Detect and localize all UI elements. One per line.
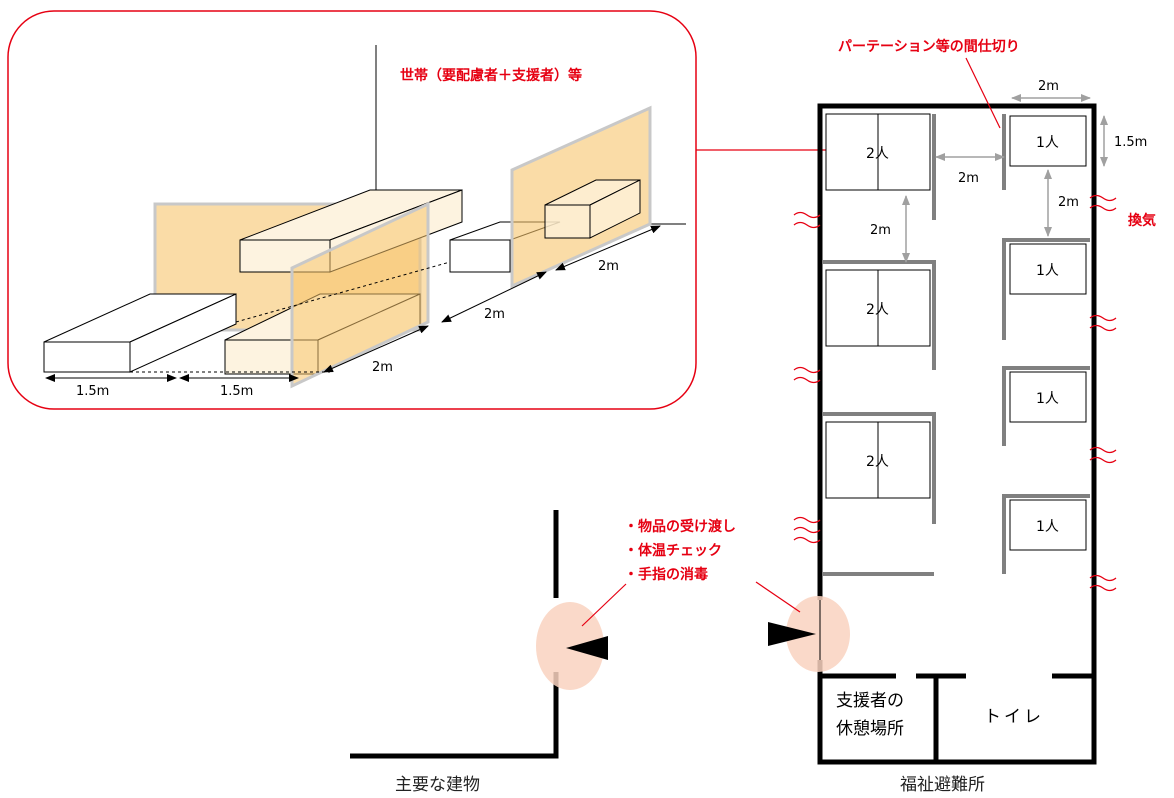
ventilation-marks (793, 194, 1117, 592)
partition-line (1002, 238, 1090, 340)
dimension-label: 2m (1038, 79, 1059, 94)
support-room-label: 休憩場所 (836, 719, 904, 739)
main-building (350, 510, 608, 759)
entrance-arrow (566, 636, 608, 660)
svg-text:2人: 2人 (866, 454, 889, 470)
unit-one-person: 1人 (1009, 243, 1087, 295)
partition-line (822, 260, 936, 370)
unit-one-person: 1人 (1009, 371, 1087, 423)
dimension-label: 2m (1058, 195, 1079, 210)
svg-text:・体温チェック: ・体温チェック (624, 542, 722, 559)
unit-two-person: 2人 (825, 421, 931, 499)
outer-wall (817, 660, 1097, 765)
svg-text:2人: 2人 (866, 146, 889, 162)
dimension-label: 2m (870, 223, 891, 238)
svg-text:・手指の消毒: ・手指の消毒 (624, 566, 708, 583)
partition-line (822, 412, 936, 524)
svg-text:1人: 1人 (1036, 263, 1059, 279)
svg-text:1人: 1人 (1036, 391, 1059, 407)
toilet-label: トイレ (984, 707, 1044, 727)
outer-wall (817, 103, 1097, 676)
width-label: 1.5m (220, 384, 253, 399)
unit-one-person: 1人 (1009, 115, 1087, 167)
partition-leader (965, 57, 1001, 129)
welfare-shelter-caption: 福祉避難所 (900, 775, 985, 795)
household-label: 世帯（要配慮者＋支援者）等 (400, 67, 582, 84)
svg-text:2人: 2人 (866, 302, 889, 318)
dimension-arrow (555, 225, 661, 271)
partition-line (1002, 366, 1090, 446)
unit-two-person: 2人 (825, 113, 931, 191)
entrance-arrow (768, 622, 816, 646)
partition-line (1002, 494, 1090, 574)
gap-label: 2m (372, 360, 393, 375)
dimension-label: 1.5m (1114, 135, 1147, 150)
unit-two-person: 2人 (825, 269, 931, 347)
svg-text:・物品の受け渡し: ・物品の受け渡し (624, 518, 736, 535)
entrance-highlight (536, 602, 604, 690)
svg-text:1人: 1人 (1036, 519, 1059, 535)
partition-label: パーテーション等の間仕切り (838, 38, 1020, 55)
gap-label: 2m (598, 259, 619, 274)
support-room-label: 支援者の (836, 691, 904, 711)
entrance-highlight (786, 596, 850, 672)
gap-label: 2m (484, 307, 505, 322)
width-label: 1.5m (76, 384, 109, 399)
unit-one-person: 1人 (1009, 499, 1087, 551)
main-building-wall (350, 672, 559, 759)
svg-text:1人: 1人 (1036, 135, 1059, 151)
bed-block (43, 293, 237, 373)
ventilation-label: 換気 (1128, 212, 1156, 229)
main-building-caption: 主要な建物 (395, 775, 480, 795)
dimension-arrow (441, 271, 547, 323)
dimension-label: 2m (958, 171, 979, 186)
checkpoint-callout: ・物品の受け渡し ・体温チェック ・手指の消毒 (581, 518, 801, 627)
dimension-arrow (323, 325, 429, 373)
floorplan: 2人 2人 2人 1人 1人 1人 1人 (768, 38, 1147, 765)
perspective-inset: 1.5m 1.5m 2m 2m 2m 世帯（要配慮者＋支援者）等 (7, 10, 697, 410)
